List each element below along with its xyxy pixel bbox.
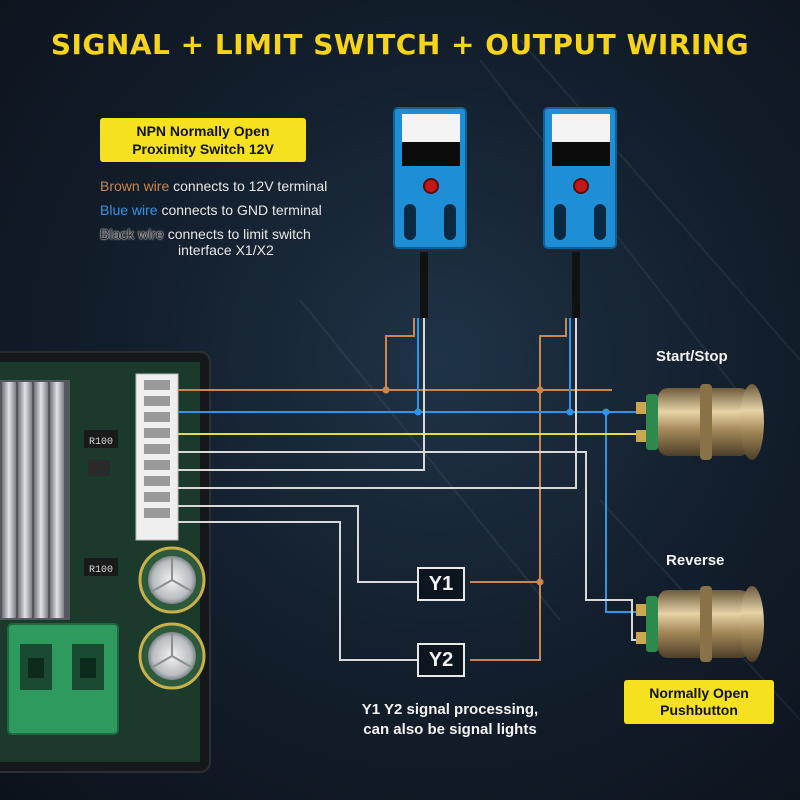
proximity-label-line2: Proximity Switch 12V (132, 141, 274, 157)
caption-line2: can also be signal lights (363, 721, 537, 738)
pushbutton-label-line1: Normally Open (649, 685, 749, 701)
black-wire-text-line1: connects to limit switch (167, 226, 311, 242)
heatsink-icon (0, 380, 70, 620)
brown-wire-text: connects to 12V terminal (173, 178, 328, 194)
proximity-label-line1: NPN Normally Open (136, 123, 270, 139)
reverse-label: Reverse (666, 552, 725, 569)
pushbutton-label-line2: Pushbutton (660, 702, 738, 718)
output-caption: Y1 Y2 signal processing, can also be sig… (340, 700, 560, 740)
controller-board: R100 R100 (0, 351, 211, 773)
brown-wire-word: Brown wire (100, 178, 170, 194)
svg-text:R100: R100 (89, 565, 113, 576)
svg-text:R100: R100 (89, 437, 113, 448)
wires (178, 252, 640, 661)
proximity-switch-label: NPN Normally Open Proximity Switch 12V (100, 118, 306, 162)
terminal-block-icon (7, 623, 119, 735)
output-y2-label: Y2 (417, 643, 465, 677)
blue-wire-note: Blue wire connects to GND terminal (100, 202, 322, 218)
capacitor-icon (138, 546, 206, 690)
black-wire-text-line2: interface X1/X2 (178, 242, 274, 258)
page-title: SIGNAL + LIMIT SWITCH + OUTPUT WIRING (50, 28, 750, 61)
output-y1-label: Y1 (417, 567, 465, 601)
black-wire-note: Black wire connects to limit switch (100, 226, 311, 242)
pushbutton-icon (636, 384, 764, 460)
blue-wire-word: Blue wire (100, 202, 158, 218)
pushbutton-type-label: Normally Open Pushbutton (624, 680, 774, 724)
brown-wire-note: Brown wire connects to 12V terminal (100, 178, 327, 194)
black-wire-word: Black wire (100, 226, 164, 242)
blue-wire-text: connects to GND terminal (161, 202, 322, 218)
start-stop-label: Start/Stop (656, 348, 728, 365)
pushbutton-icon (636, 586, 764, 662)
proximity-sensor-icon (393, 107, 467, 249)
caption-line1: Y1 Y2 signal processing, (361, 701, 539, 718)
proximity-sensor-icon (543, 107, 617, 249)
resistor: R100 R100 (84, 430, 118, 576)
pin-header (135, 373, 179, 541)
